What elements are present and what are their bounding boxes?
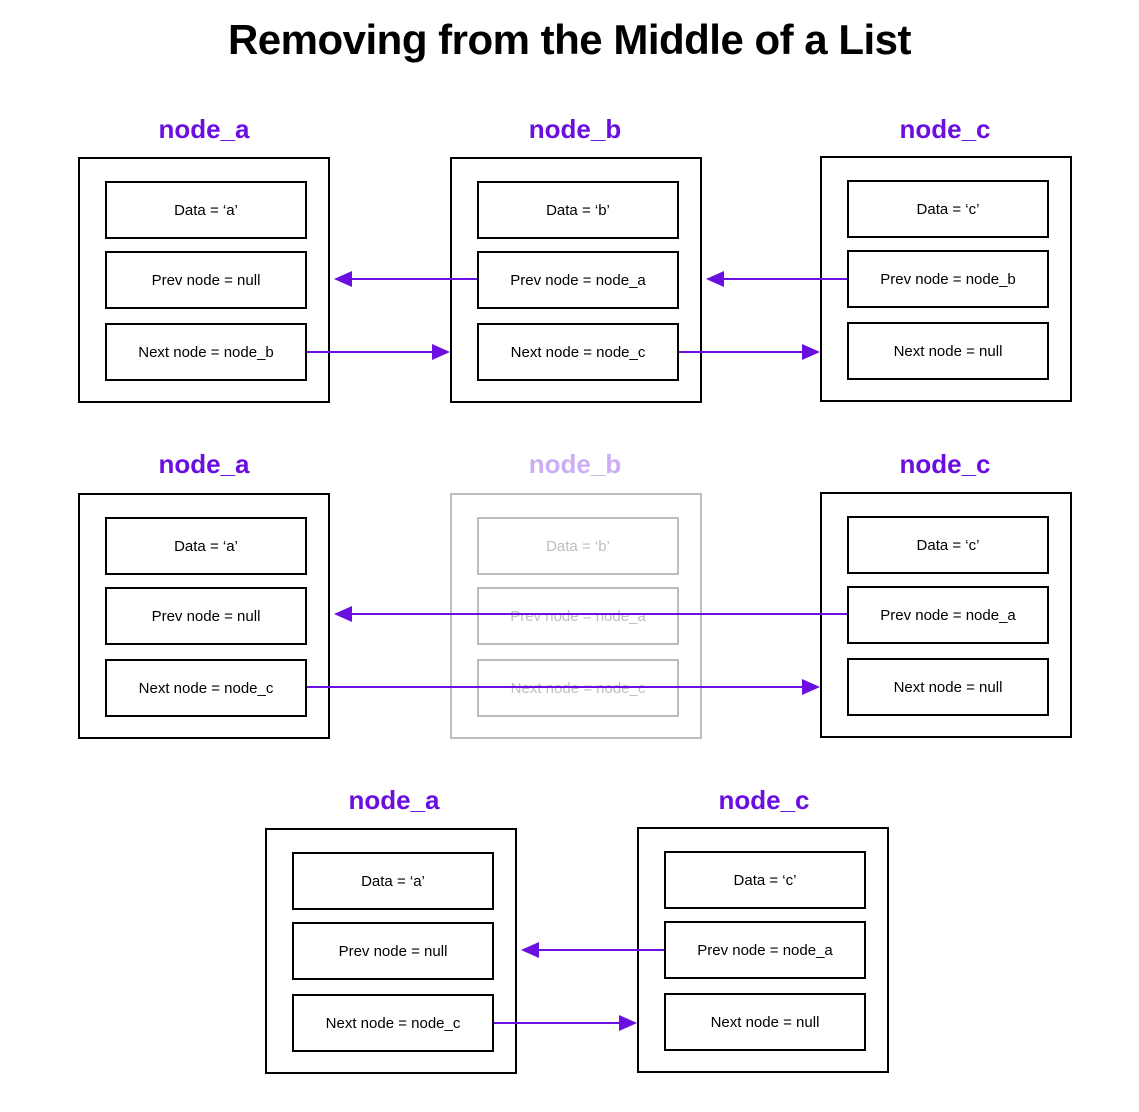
row3-node-c-data: Data = ‘c’	[664, 851, 866, 909]
row3-node-a-label: node_a	[348, 785, 440, 815]
row3-node-c-prev: Prev node = node_a	[664, 921, 866, 979]
row1-node-c-next: Next node = null	[847, 322, 1049, 380]
row1-node-a: Data = ‘a’ Prev node = null Next node = …	[78, 157, 330, 403]
row2-node-c-next: Next node = null	[847, 658, 1049, 716]
row2-node-a-next: Next node = node_c	[105, 659, 307, 717]
row1-node-a-label: node_a	[158, 114, 250, 144]
arrowhead-row3-c-prev	[521, 942, 539, 958]
row1-node-b-next: Next node = node_c	[477, 323, 679, 381]
row3-node-a: Data = ‘a’ Prev node = null Next node = …	[265, 828, 517, 1074]
row3-node-c-next: Next node = null	[664, 993, 866, 1051]
row1-node-b: Data = ‘b’ Prev node = node_a Next node …	[450, 157, 702, 403]
row1-node-a-next: Next node = node_b	[105, 323, 307, 381]
arrowhead-row1-b-next	[802, 344, 820, 360]
diagram-title: Removing from the Middle of a List	[227, 16, 912, 63]
row2-node-c-label: node_c	[899, 449, 991, 479]
row1-node-c: Data = ‘c’ Prev node = node_b Next node …	[820, 156, 1072, 402]
row1-node-c-prev: Prev node = node_b	[847, 250, 1049, 308]
row2-node-c-data: Data = ‘c’	[847, 516, 1049, 574]
arrowhead-row2-c-prev	[334, 606, 352, 622]
row2-node-b-data: Data = ‘b’	[477, 517, 679, 575]
arrowhead-row1-c-prev	[706, 271, 724, 287]
row2-node-c-prev: Prev node = node_a	[847, 586, 1049, 644]
row2-node-a: Data = ‘a’ Prev node = null Next node = …	[78, 493, 330, 739]
row1-node-b-label: node_b	[528, 114, 622, 144]
row2-node-b-next: Next node = node_c	[477, 659, 679, 717]
arrowhead-row1-a-next	[432, 344, 450, 360]
arrowhead-row3-a-next	[619, 1015, 637, 1031]
row2-node-c: Data = ‘c’ Prev node = node_a Next node …	[820, 492, 1072, 738]
row1-node-c-data: Data = ‘c’	[847, 180, 1049, 238]
row2-node-b-prev: Prev node = node_a	[477, 587, 679, 645]
row2-node-b-removed: Data = ‘b’ Prev node = node_a Next node …	[450, 493, 702, 739]
row2-node-a-label: node_a	[158, 449, 250, 479]
row1-node-c-label: node_c	[899, 114, 991, 144]
row3-node-a-next: Next node = node_c	[292, 994, 494, 1052]
row2-node-b-label: node_b	[528, 449, 622, 479]
row3-node-a-data: Data = ‘a’	[292, 852, 494, 910]
row1-node-a-data: Data = ‘a’	[105, 181, 307, 239]
row1-node-b-prev: Prev node = node_a	[477, 251, 679, 309]
row3-node-c-label: node_c	[718, 785, 810, 815]
row3-node-c: Data = ‘c’ Prev node = node_a Next node …	[637, 827, 889, 1073]
arrowhead-row2-a-next	[802, 679, 820, 695]
row2-node-a-data: Data = ‘a’	[105, 517, 307, 575]
row2-node-a-prev: Prev node = null	[105, 587, 307, 645]
row1-node-a-prev: Prev node = null	[105, 251, 307, 309]
row3-node-a-prev: Prev node = null	[292, 922, 494, 980]
row1-node-b-data: Data = ‘b’	[477, 181, 679, 239]
arrowhead-row1-b-prev	[334, 271, 352, 287]
